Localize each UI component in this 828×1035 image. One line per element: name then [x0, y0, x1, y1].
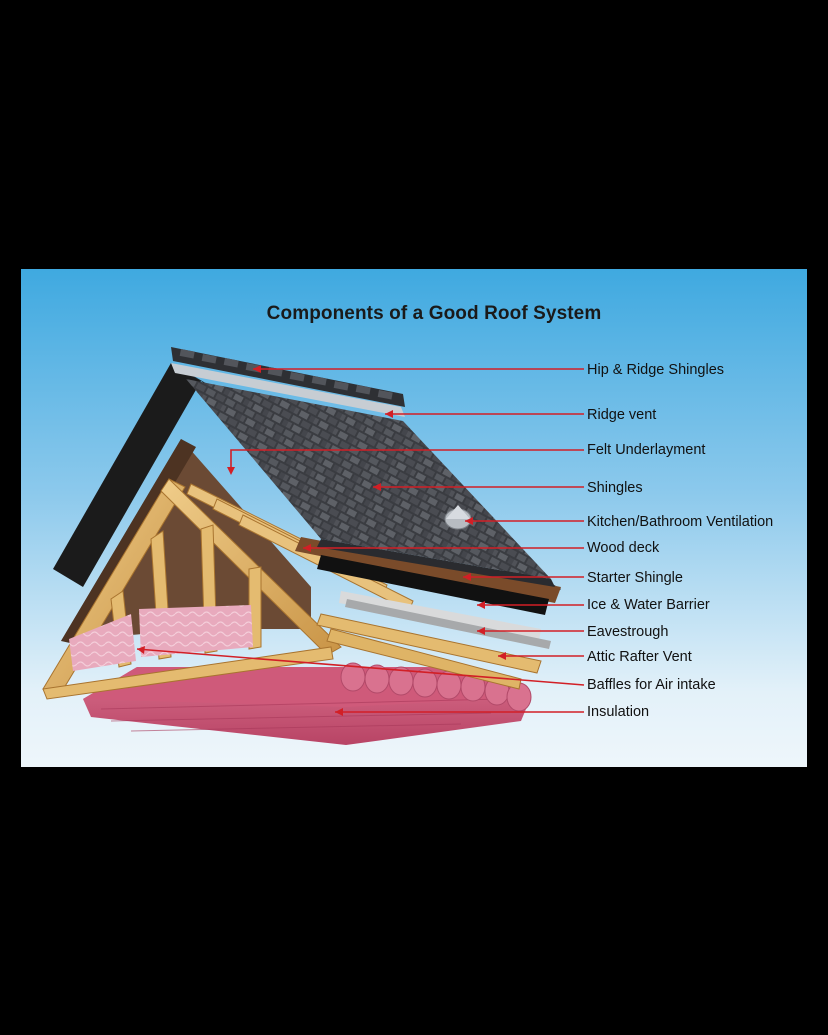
roof-illustration — [42, 347, 585, 745]
leader-felt-underlayment — [227, 449, 584, 475]
leader-wood-deck — [303, 544, 584, 552]
label-shingles: Shingles — [587, 480, 643, 496]
diagram-title: Components of a Good Roof System — [266, 303, 602, 324]
leader-attic-rafter-vent — [498, 652, 584, 660]
label-insulation: Insulation — [587, 704, 650, 720]
leader-lines — [136, 365, 585, 716]
shingle-field — [186, 379, 555, 587]
label-wood-deck: Wood deck — [587, 540, 660, 556]
diagram-panel: Components of a Good Roof System — [21, 269, 807, 767]
label-felt-underlayment: Felt Underlayment — [587, 442, 706, 458]
leader-baffles — [136, 646, 585, 686]
leader-ventilation — [465, 517, 584, 525]
label-baffles: Baffles for Air intake — [587, 677, 716, 693]
ridge-vent-strip — [171, 363, 405, 417]
leader-insulation — [335, 708, 584, 716]
label-attic-rafter-vent: Attic Rafter Vent — [587, 649, 692, 665]
label-starter-shingle: Starter Shingle — [587, 570, 683, 586]
leader-ridge-vent — [385, 410, 584, 418]
label-eavestrough: Eavestrough — [587, 624, 669, 640]
leader-eavestrough — [477, 627, 584, 635]
leader-ice-water-barrier — [477, 601, 584, 609]
leader-shingles — [373, 483, 584, 491]
label-ridge-vent: Ridge vent — [587, 407, 657, 423]
leader-starter-shingle — [463, 573, 584, 581]
attic-insulation — [69, 605, 253, 671]
label-ice-water-barrier: Ice & Water Barrier — [587, 597, 710, 613]
insulation-slab — [83, 662, 532, 745]
label-ventilation: Kitchen/Bathroom Ventilation — [587, 514, 774, 530]
label-hip-ridge-shingles: Hip & Ridge Shingles — [587, 362, 725, 378]
leader-hip-ridge-shingles — [253, 365, 584, 373]
